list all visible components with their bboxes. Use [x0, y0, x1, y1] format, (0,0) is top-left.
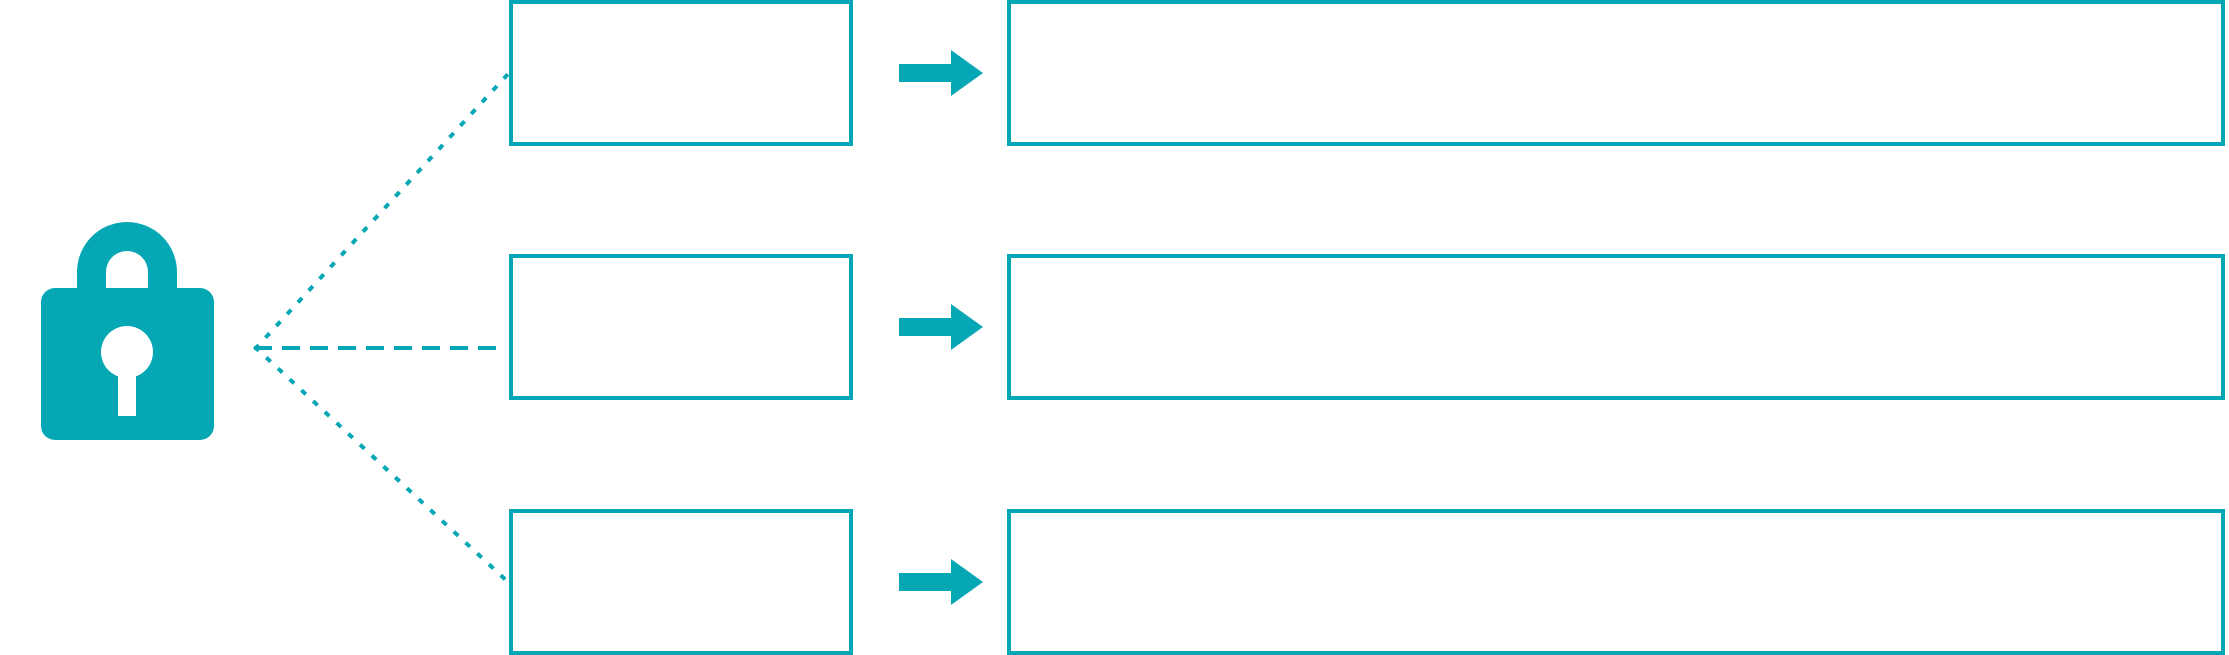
- detail-box[interactable]: [1007, 254, 2225, 400]
- flow-row: [0, 509, 2229, 655]
- stage-box[interactable]: [509, 509, 853, 655]
- stage-box[interactable]: [509, 0, 853, 146]
- right-arrow-icon: [899, 304, 983, 350]
- flow-row: [0, 0, 2229, 146]
- right-arrow-icon: [899, 559, 983, 605]
- stage-box[interactable]: [509, 254, 853, 400]
- right-arrow-icon: [899, 50, 983, 96]
- detail-box[interactable]: [1007, 509, 2225, 655]
- flow-row: [0, 254, 2229, 400]
- lock-icon: [40, 210, 215, 440]
- detail-box[interactable]: [1007, 0, 2225, 146]
